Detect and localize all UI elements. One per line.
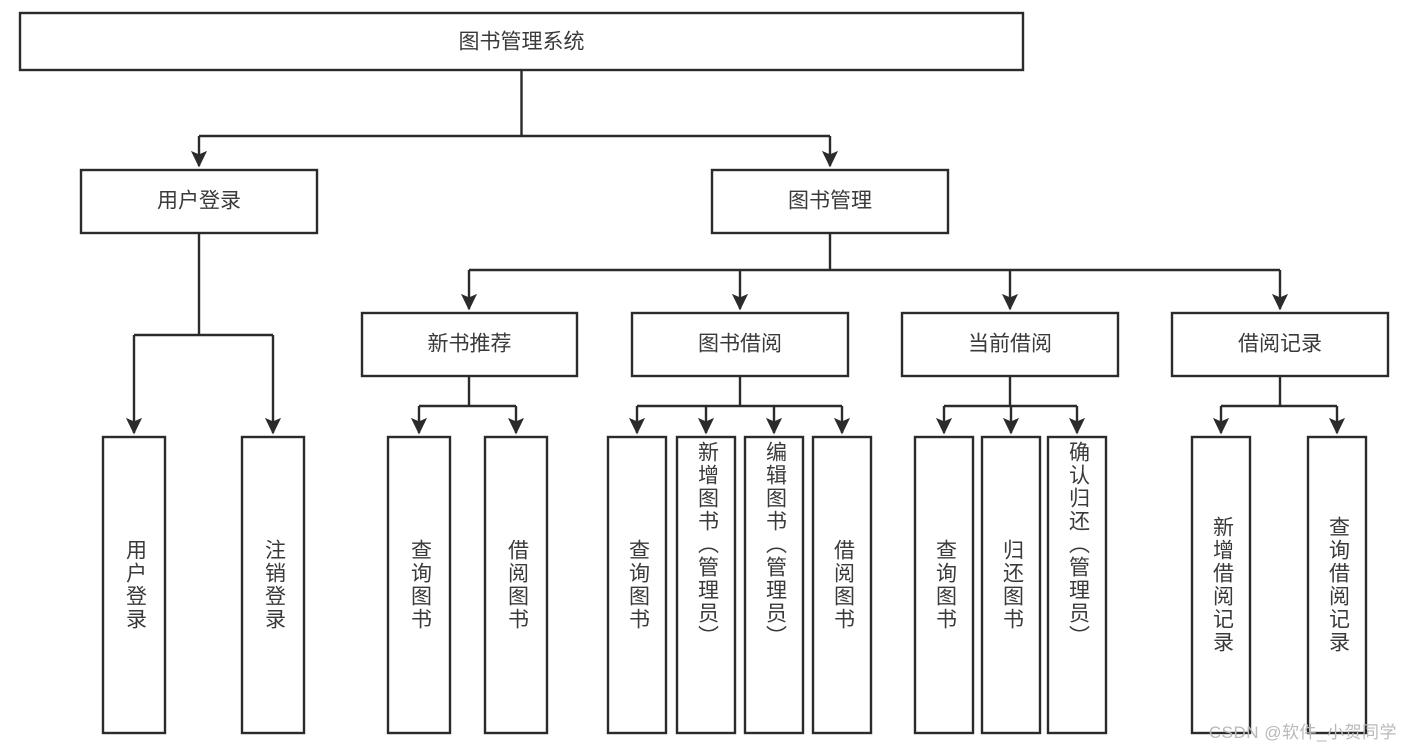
- leaf-rect-query-borrow-record[interactable]: [1306, 435, 1368, 735]
- leaf-rect-add-borrow-record[interactable]: [1190, 435, 1252, 735]
- leaf-rect-edit-book-admin[interactable]: [743, 435, 805, 735]
- node-borrow-record-rect[interactable]: [1170, 311, 1390, 378]
- leaf-rect-query-book-1[interactable]: [386, 435, 452, 735]
- leaf-rect-user-login[interactable]: [101, 435, 167, 735]
- node-new-book-recommend-rect[interactable]: [360, 311, 579, 378]
- node-new-book-recommend-label: 新书推荐: [428, 333, 512, 356]
- node-book-borrow[interactable]: 图书借阅: [630, 311, 850, 378]
- node-root-rect[interactable]: [18, 11, 1025, 72]
- node-book-manage[interactable]: 图书管理: [710, 168, 950, 235]
- node-user-login[interactable]: 用户登录: [79, 168, 319, 235]
- node-layer: 图书管理系统 用户登录 图书管理 新书推荐 图书借阅 当前: [18, 11, 1390, 735]
- node-current-borrow-label: 当前借阅: [968, 333, 1052, 356]
- node-user-login-label: 用户登录: [157, 190, 241, 213]
- node-book-borrow-rect[interactable]: [630, 311, 850, 378]
- leaf-rect-query-book-3[interactable]: [913, 435, 975, 735]
- leaf-rect-borrow-book-2[interactable]: [811, 435, 873, 735]
- node-root[interactable]: 图书管理系统: [18, 11, 1025, 72]
- node-borrow-record-label: 借阅记录: [1238, 333, 1322, 356]
- node-root-label: 图书管理系统: [459, 31, 585, 54]
- leaf-rect-borrow-book-1[interactable]: [483, 435, 549, 735]
- leaf-rect-return-book[interactable]: [980, 435, 1042, 735]
- node-new-book-recommend[interactable]: 新书推荐: [360, 311, 579, 378]
- node-borrow-record[interactable]: 借阅记录: [1170, 311, 1390, 378]
- leaf-layer: [101, 435, 1368, 735]
- node-book-borrow-label: 图书借阅: [698, 333, 782, 356]
- node-user-login-rect[interactable]: [79, 168, 319, 235]
- connector-layer: [125, 70, 1346, 435]
- node-current-borrow[interactable]: 当前借阅: [900, 311, 1120, 378]
- leaf-rect-confirm-return-admin[interactable]: [1046, 435, 1108, 735]
- leaf-rect-query-book-2[interactable]: [606, 435, 668, 735]
- csdn-watermark: CSDN @软件_小贺同学: [1208, 723, 1397, 742]
- node-book-manage-rect[interactable]: [710, 168, 950, 235]
- leaf-rect-logout-login[interactable]: [240, 435, 306, 735]
- leaf-rect-add-book-admin[interactable]: [675, 435, 737, 735]
- node-book-manage-label: 图书管理: [788, 190, 872, 213]
- node-current-borrow-rect[interactable]: [900, 311, 1120, 378]
